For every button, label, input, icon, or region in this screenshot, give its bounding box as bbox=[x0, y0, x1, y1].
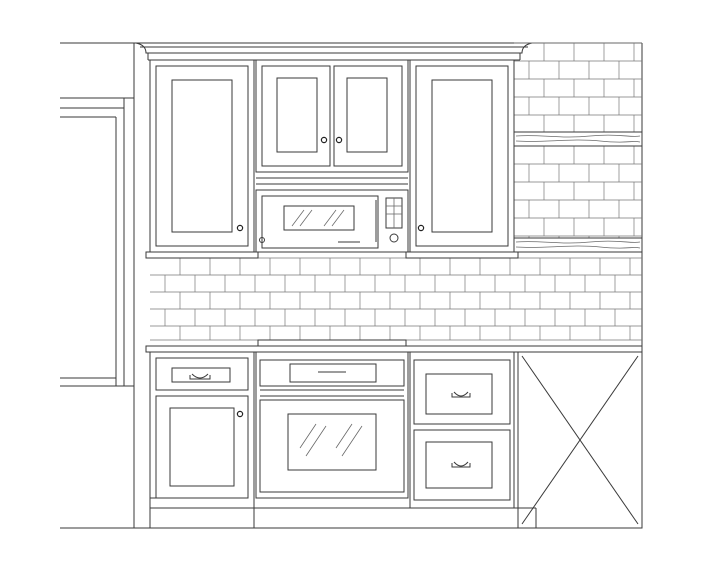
lower-cabinet-left bbox=[155, 395, 249, 499]
crown-molding bbox=[135, 42, 533, 61]
x-rack-icon bbox=[517, 351, 643, 529]
microwave-icon bbox=[255, 189, 409, 253]
lower-drawers-right bbox=[409, 351, 515, 509]
light-rail bbox=[145, 251, 519, 259]
knob-icon bbox=[417, 224, 425, 232]
upper-cabinet-left bbox=[149, 59, 255, 253]
upper-cabinet-right bbox=[409, 59, 515, 253]
knob-icon bbox=[320, 136, 328, 144]
knob-icon bbox=[236, 410, 244, 418]
subway-tile-icon bbox=[150, 257, 642, 341]
floating-shelf-upper bbox=[513, 131, 643, 147]
floating-shelf-lower bbox=[513, 237, 643, 253]
countertop bbox=[145, 339, 643, 353]
upper-cabinet-center bbox=[255, 59, 409, 185]
oven-icon bbox=[255, 351, 409, 499]
lower-drawer-left bbox=[149, 351, 255, 529]
knob-icon bbox=[236, 224, 244, 232]
knob-icon bbox=[335, 136, 343, 144]
toe-kick bbox=[150, 497, 537, 528]
window-trim-icon bbox=[60, 43, 135, 528]
